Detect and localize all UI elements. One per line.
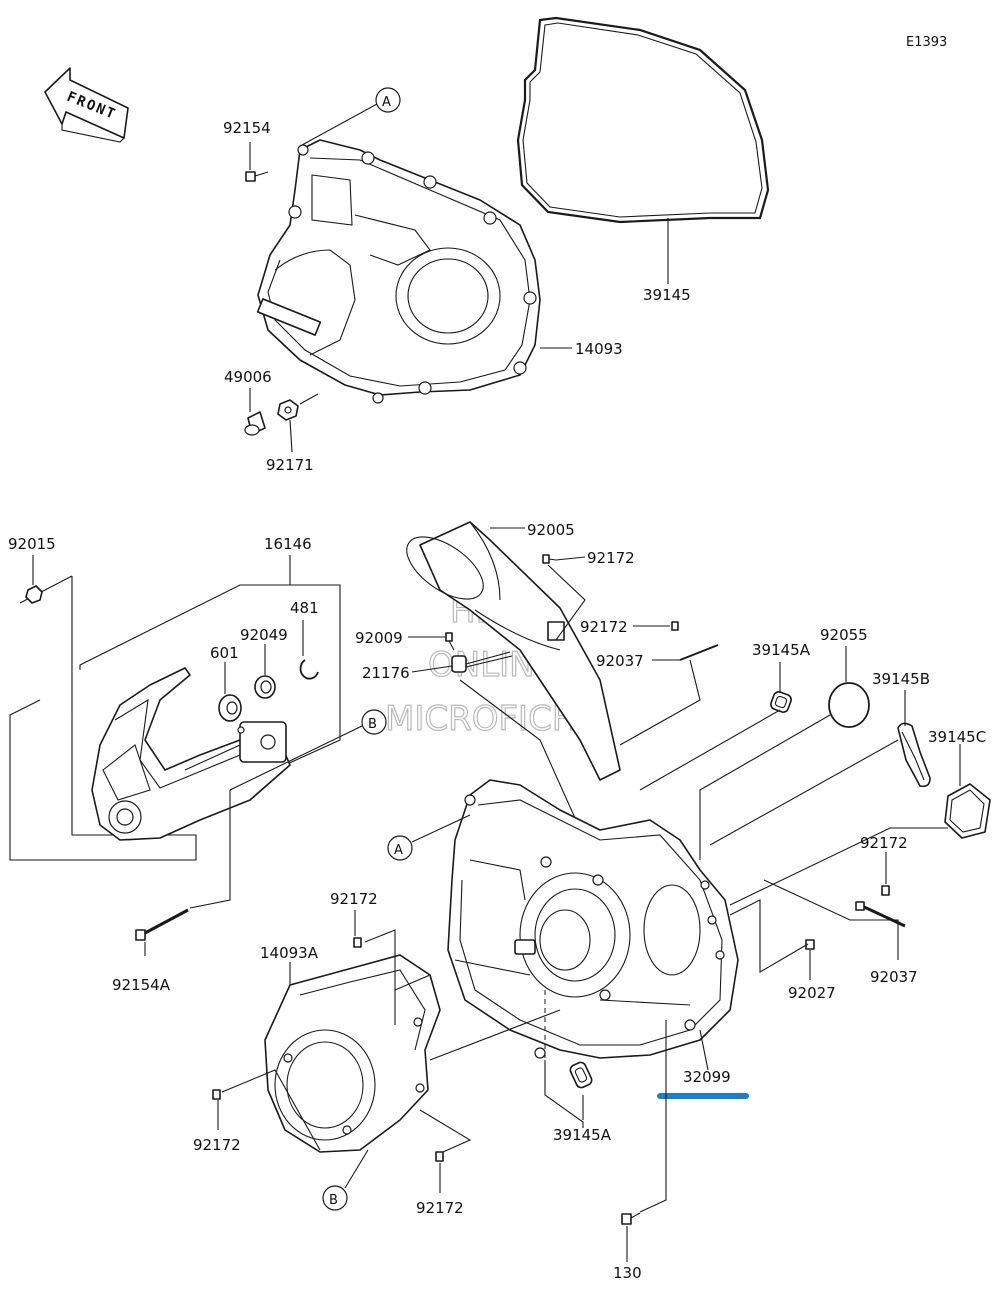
clamp-92037-top[interactable] <box>679 644 719 661</box>
nut-92015[interactable] <box>25 585 43 604</box>
cap-49006[interactable] <box>244 411 266 436</box>
svg-text:B: B <box>368 717 377 732</box>
part-label-92027[interactable]: 92027 <box>788 984 836 1002</box>
part-label-92172-bottom-center[interactable]: 92172 <box>416 1199 464 1217</box>
part-label-92055[interactable]: 92055 <box>820 626 868 644</box>
screw-92172-bottom-center[interactable] <box>435 1151 444 1162</box>
part-label-481[interactable]: 481 <box>290 599 319 617</box>
o-ring-92055[interactable] <box>828 682 870 728</box>
sensor-21176[interactable] <box>451 651 513 673</box>
screw-92172-top[interactable] <box>542 554 557 564</box>
front-arrow-icon: FRONT <box>44 67 129 143</box>
part-label-92037-right[interactable]: 92037 <box>870 968 918 986</box>
screw-92009[interactable] <box>445 632 455 651</box>
ref-mark-a-center <box>387 835 413 861</box>
part-label-16146[interactable]: 16146 <box>264 535 312 553</box>
part-label-601[interactable]: 601 <box>210 644 239 662</box>
svg-text:B: B <box>329 1193 338 1208</box>
part-label-39145[interactable]: 39145 <box>643 286 691 304</box>
crankcase-cover-32099[interactable] <box>447 779 739 1059</box>
part-label-92171[interactable]: 92171 <box>266 456 314 474</box>
part-label-92172-upper[interactable]: 92172 <box>330 890 378 908</box>
ref-mark-a-top <box>375 87 401 113</box>
gasket-39145[interactable] <box>516 16 770 224</box>
part-label-92037-top[interactable]: 92037 <box>596 652 644 670</box>
screw-92172-right[interactable] <box>881 885 890 896</box>
part-label-92009[interactable]: 92009 <box>355 629 403 647</box>
svg-text:A: A <box>382 95 391 110</box>
part-label-14093[interactable]: 14093 <box>575 340 623 358</box>
gasket-39145A-bottom[interactable] <box>569 1061 594 1090</box>
leader-ref-a-top <box>301 103 378 146</box>
part-label-49006[interactable]: 49006 <box>224 368 272 386</box>
part-label-92154[interactable]: 92154 <box>223 119 271 137</box>
part-label-92154A[interactable]: 92154A <box>112 976 171 994</box>
bolt-92154[interactable] <box>245 171 269 182</box>
part-label-39145B[interactable]: 39145B <box>872 670 930 688</box>
leader-92171 <box>289 419 293 453</box>
part-label-130[interactable]: 130 <box>613 1264 642 1282</box>
bolt-130[interactable] <box>621 1212 641 1225</box>
part-label-92172-right[interactable]: 92172 <box>860 834 908 852</box>
part-label-92015[interactable]: 92015 <box>8 535 56 553</box>
seal-92049[interactable] <box>254 675 276 699</box>
part-label-32099[interactable]: 32099 <box>683 1068 731 1086</box>
ref-mark-b-bottom <box>322 1185 348 1211</box>
part-label-92049[interactable]: 92049 <box>240 626 288 644</box>
gasket-39145B[interactable] <box>897 722 931 788</box>
arm-assembly-16146[interactable] <box>91 667 291 841</box>
screw-92172-bottom-left[interactable] <box>212 1089 221 1100</box>
diagram-code: E1393 <box>906 35 947 50</box>
snap-ring-481[interactable] <box>299 659 319 680</box>
part-label-92172-top[interactable]: 92172 <box>587 549 635 567</box>
leader-32099 <box>699 1029 709 1071</box>
svg-text:A: A <box>394 843 403 858</box>
gasket-39145A-top[interactable] <box>769 690 792 713</box>
part-label-39145A-top[interactable]: 39145A <box>752 641 811 659</box>
screw-92172-mid[interactable] <box>671 621 679 631</box>
screw-92172-upper[interactable] <box>353 937 362 948</box>
part-label-21176[interactable]: 21176 <box>362 664 410 682</box>
part-label-92172-bottom-left[interactable]: 92172 <box>193 1136 241 1154</box>
part-label-92005[interactable]: 92005 <box>527 521 575 539</box>
part-label-39145C[interactable]: 39145C <box>928 728 986 746</box>
pin-92027[interactable] <box>805 939 815 950</box>
bracket-16146-left <box>9 576 197 861</box>
part-label-14093A[interactable]: 14093A <box>260 944 319 962</box>
ref-mark-b-left <box>361 709 387 735</box>
bearing-601[interactable] <box>218 694 242 722</box>
nut-92171[interactable] <box>277 399 299 421</box>
part-label-39145A-bottom[interactable]: 39145A <box>553 1126 612 1144</box>
part-label-92172-mid[interactable]: 92172 <box>580 618 628 636</box>
bolt-92154A[interactable] <box>135 908 189 941</box>
bracket-16146-top <box>79 555 291 670</box>
cover-14093[interactable] <box>256 139 541 404</box>
gasket-39145C[interactable] <box>944 783 991 839</box>
cover-14093A[interactable] <box>264 954 441 1153</box>
